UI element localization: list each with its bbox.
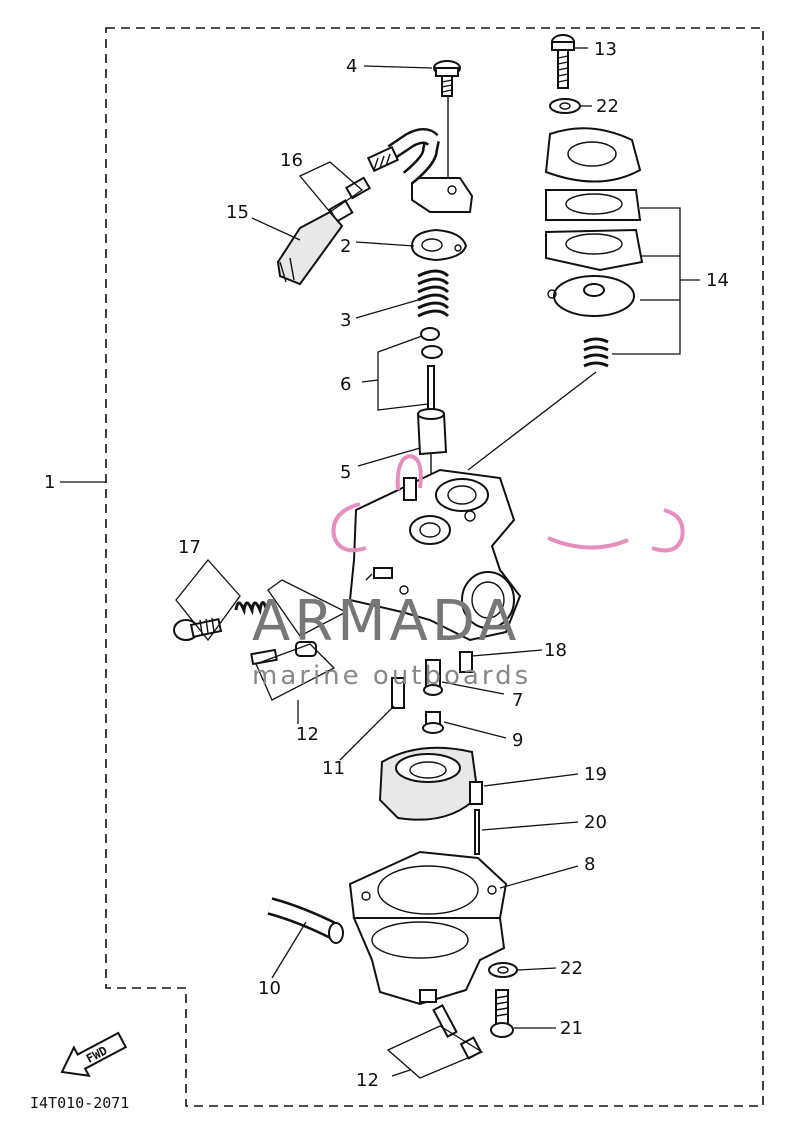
label-part-2: 2 [340,236,351,257]
armada-watermark: ARMADA marine outboards [252,453,685,691]
label-part-4: 4 [346,56,357,77]
part-18-jet [459,651,473,673]
watermark-brand: ARMADA [252,589,520,654]
label-part-13: 13 [594,39,617,60]
label-part-9: 9 [512,730,523,751]
part-22-washer-top [549,98,581,114]
label-part-17: 17 [178,537,201,558]
fuel-inlet-fitting [366,128,474,213]
part-10-drain-hose [267,897,344,944]
assembly-boundary [105,27,764,1107]
part-17-idle-screw [173,617,223,641]
label-part-22-bottom: 22 [560,958,583,979]
label-part-12-bottom: 12 [356,1070,379,1091]
part-19-float [378,746,483,821]
part-22-washer-bottom [488,962,518,978]
leader-lines [60,47,700,1079]
leader-14-body [467,371,597,471]
part-16-jet [328,176,372,223]
jet-needle [427,365,435,411]
part-5-throttle-valve [416,408,448,456]
label-part-21: 21 [560,1018,583,1039]
part-17-spring [234,601,268,616]
label-part-20: 20 [584,812,607,833]
label-part-8: 8 [584,854,595,875]
part-13-screw [551,34,575,89]
label-part-7: 7 [512,690,523,711]
part-12-screw-bottom [432,1004,483,1060]
label-part-6: 6 [340,374,351,395]
label-part-15: 15 [226,202,249,223]
part-20-float-pin [474,809,480,855]
part-21-screw [490,989,514,1038]
part-14-pump-cover [544,127,642,183]
part-14-diaphragm [547,275,635,317]
label-part-18: 18 [544,640,567,661]
label-part-12-left: 12 [296,724,319,745]
part-6-clip [420,327,443,359]
fwd-arrow: FWD [60,1031,128,1078]
part-11-pilot-jet [391,677,405,709]
part-14-spring [583,337,609,368]
label-part-16: 16 [280,150,303,171]
part-15-cap [276,210,344,286]
float-bowl [352,917,506,1006]
part-labels: 1 2 3 4 5 6 7 8 9 10 11 12 12 13 14 15 1… [44,39,729,1091]
part-14-pump-plates [545,189,644,272]
part-2-gasket [410,228,468,262]
label-part-5: 5 [340,462,351,483]
carburetor-body [348,468,522,642]
part-3-spring [417,269,450,318]
label-part-22-top: 22 [596,96,619,117]
label-part-19: 19 [584,764,607,785]
label-part-14: 14 [706,270,729,291]
watermark-tagline: marine outboards [252,661,531,691]
drawing-code: I4T010-2071 [30,1094,129,1112]
label-part-3: 3 [340,310,351,331]
label-part-10: 10 [258,978,281,999]
part-4-screw [433,60,461,97]
part-9-drain-screw [422,711,444,734]
part-7-main-jet [423,659,443,696]
label-part-1: 1 [44,472,55,493]
armada-logo-mark [331,453,685,553]
label-part-11: 11 [322,758,345,779]
